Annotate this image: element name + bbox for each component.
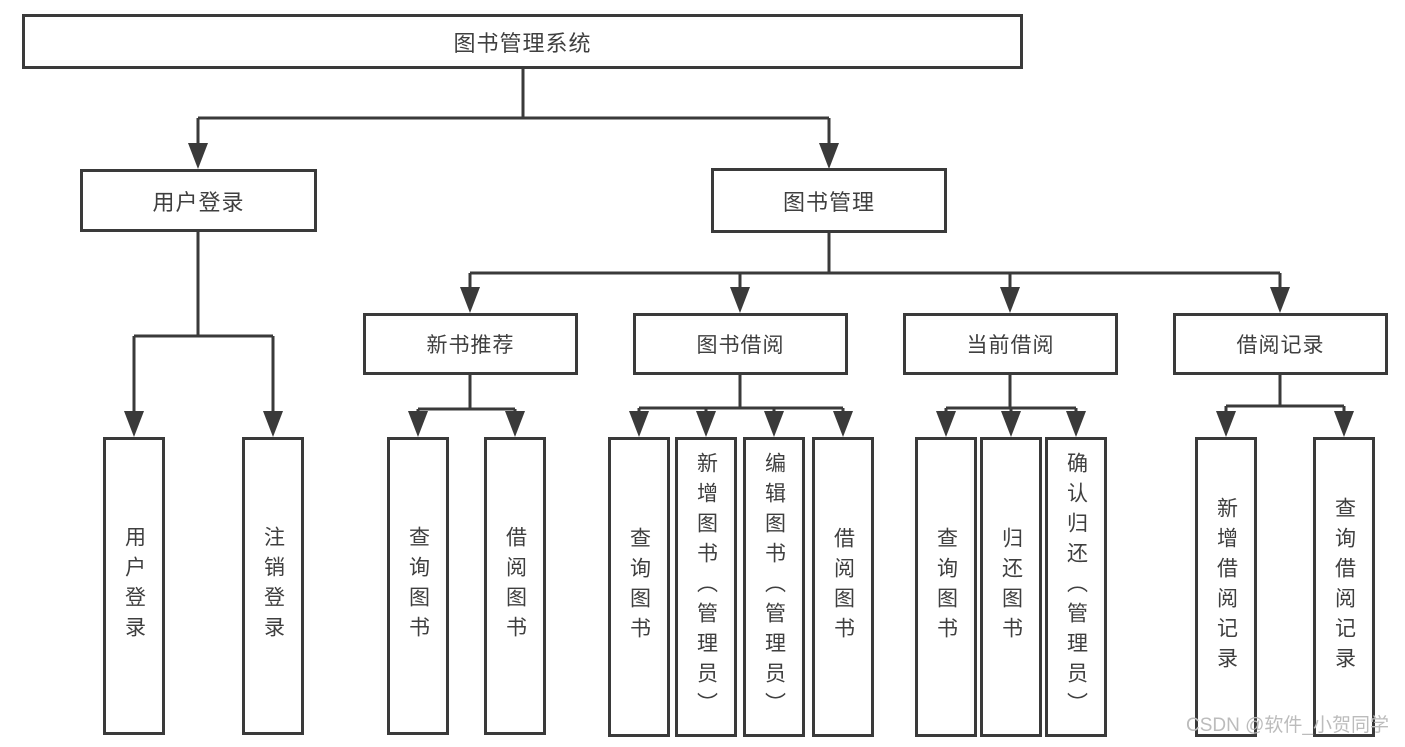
- leaf-add-borrow-record: 新增借阅记录: [1195, 437, 1257, 737]
- node-book-borrowing: 图书借阅: [633, 313, 848, 375]
- leaf-confirm-return-admin: 确认归还（管理员）: [1045, 437, 1107, 737]
- connector-current-to-children: [944, 375, 1078, 414]
- connector-newbooks-to-children: [416, 375, 517, 414]
- leaf-add-borrow-record-label: 新增借阅记录: [1214, 497, 1238, 677]
- leaf-query-books-borrowing-label: 查询图书: [627, 527, 651, 647]
- node-root-label: 图书管理系统: [453, 30, 592, 56]
- node-borrow-records: 借阅记录: [1173, 313, 1388, 375]
- node-new-book-recommend-label: 新书推荐: [426, 334, 515, 357]
- leaf-edit-books-admin-label: 编辑图书（管理员）: [762, 452, 786, 722]
- leaf-user-login: 用户登录: [103, 437, 165, 735]
- leaf-borrow-books: 借阅图书: [812, 437, 874, 737]
- leaf-borrow-books-recommend: 借阅图书: [484, 437, 546, 735]
- node-root-library-system: 图书管理系统: [22, 14, 1023, 69]
- leaf-query-books-recommend-label: 查询图书: [406, 526, 430, 646]
- node-current-borrowing: 当前借阅: [903, 313, 1118, 375]
- node-book-borrowing-label: 图书借阅: [696, 334, 785, 357]
- leaf-query-books-borrowing: 查询图书: [608, 437, 670, 737]
- leaf-query-borrow-record: 查询借阅记录: [1313, 437, 1375, 737]
- node-book-management-label: 图书管理: [782, 189, 875, 215]
- node-user-login-label: 用户登录: [152, 189, 245, 215]
- leaf-query-books-recommend: 查询图书: [387, 437, 449, 735]
- node-current-borrowing-label: 当前借阅: [966, 334, 1055, 357]
- node-book-management: 图书管理: [711, 168, 947, 233]
- leaf-user-login-label: 用户登录: [122, 526, 146, 646]
- node-new-book-recommend: 新书推荐: [363, 313, 578, 375]
- node-borrow-records-label: 借阅记录: [1236, 334, 1325, 357]
- leaf-query-books-current: 查询图书: [915, 437, 977, 737]
- csdn-watermark: CSDN @软件_小贺同学: [1186, 715, 1389, 736]
- leaf-query-books-current-label: 查询图书: [934, 527, 958, 647]
- node-user-login: 用户登录: [80, 169, 317, 232]
- connector-userlogin-to-children: [132, 232, 275, 414]
- connector-bookmgmt-to-level3: [468, 233, 1282, 290]
- leaf-return-books-label: 归还图书: [999, 527, 1023, 647]
- leaf-logout: 注销登录: [242, 437, 304, 735]
- leaf-add-books-admin: 新增图书（管理员）: [675, 437, 737, 737]
- leaf-borrow-books-label: 借阅图书: [831, 527, 855, 647]
- leaf-confirm-return-admin-label: 确认归还（管理员）: [1064, 452, 1088, 722]
- connector-borrowing-to-children: [637, 375, 845, 414]
- leaf-query-borrow-record-label: 查询借阅记录: [1332, 497, 1356, 677]
- connector-root-to-level2: [196, 69, 831, 146]
- leaf-logout-label: 注销登录: [261, 526, 285, 646]
- leaf-borrow-books-recommend-label: 借阅图书: [503, 526, 527, 646]
- arrowheads: [124, 143, 1354, 437]
- leaf-add-books-admin-label: 新增图书（管理员）: [694, 452, 718, 722]
- connector-records-to-children: [1224, 375, 1346, 414]
- leaf-edit-books-admin: 编辑图书（管理员）: [743, 437, 805, 737]
- leaf-return-books: 归还图书: [980, 437, 1042, 737]
